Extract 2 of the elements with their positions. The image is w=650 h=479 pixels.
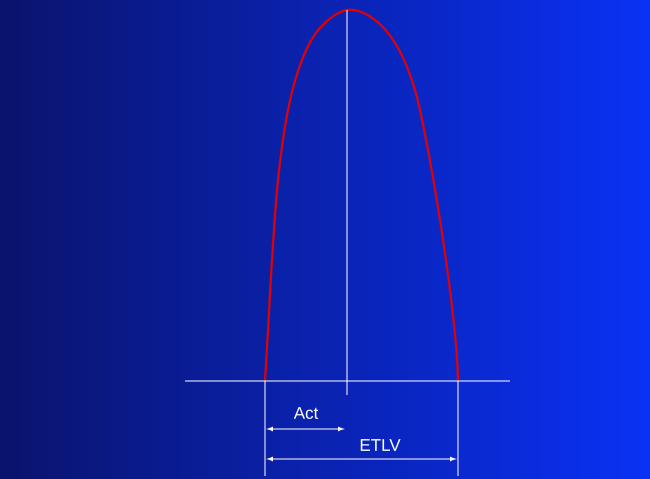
dimension-label: Act — [294, 407, 318, 419]
dimension-label: ETLV — [360, 439, 401, 451]
